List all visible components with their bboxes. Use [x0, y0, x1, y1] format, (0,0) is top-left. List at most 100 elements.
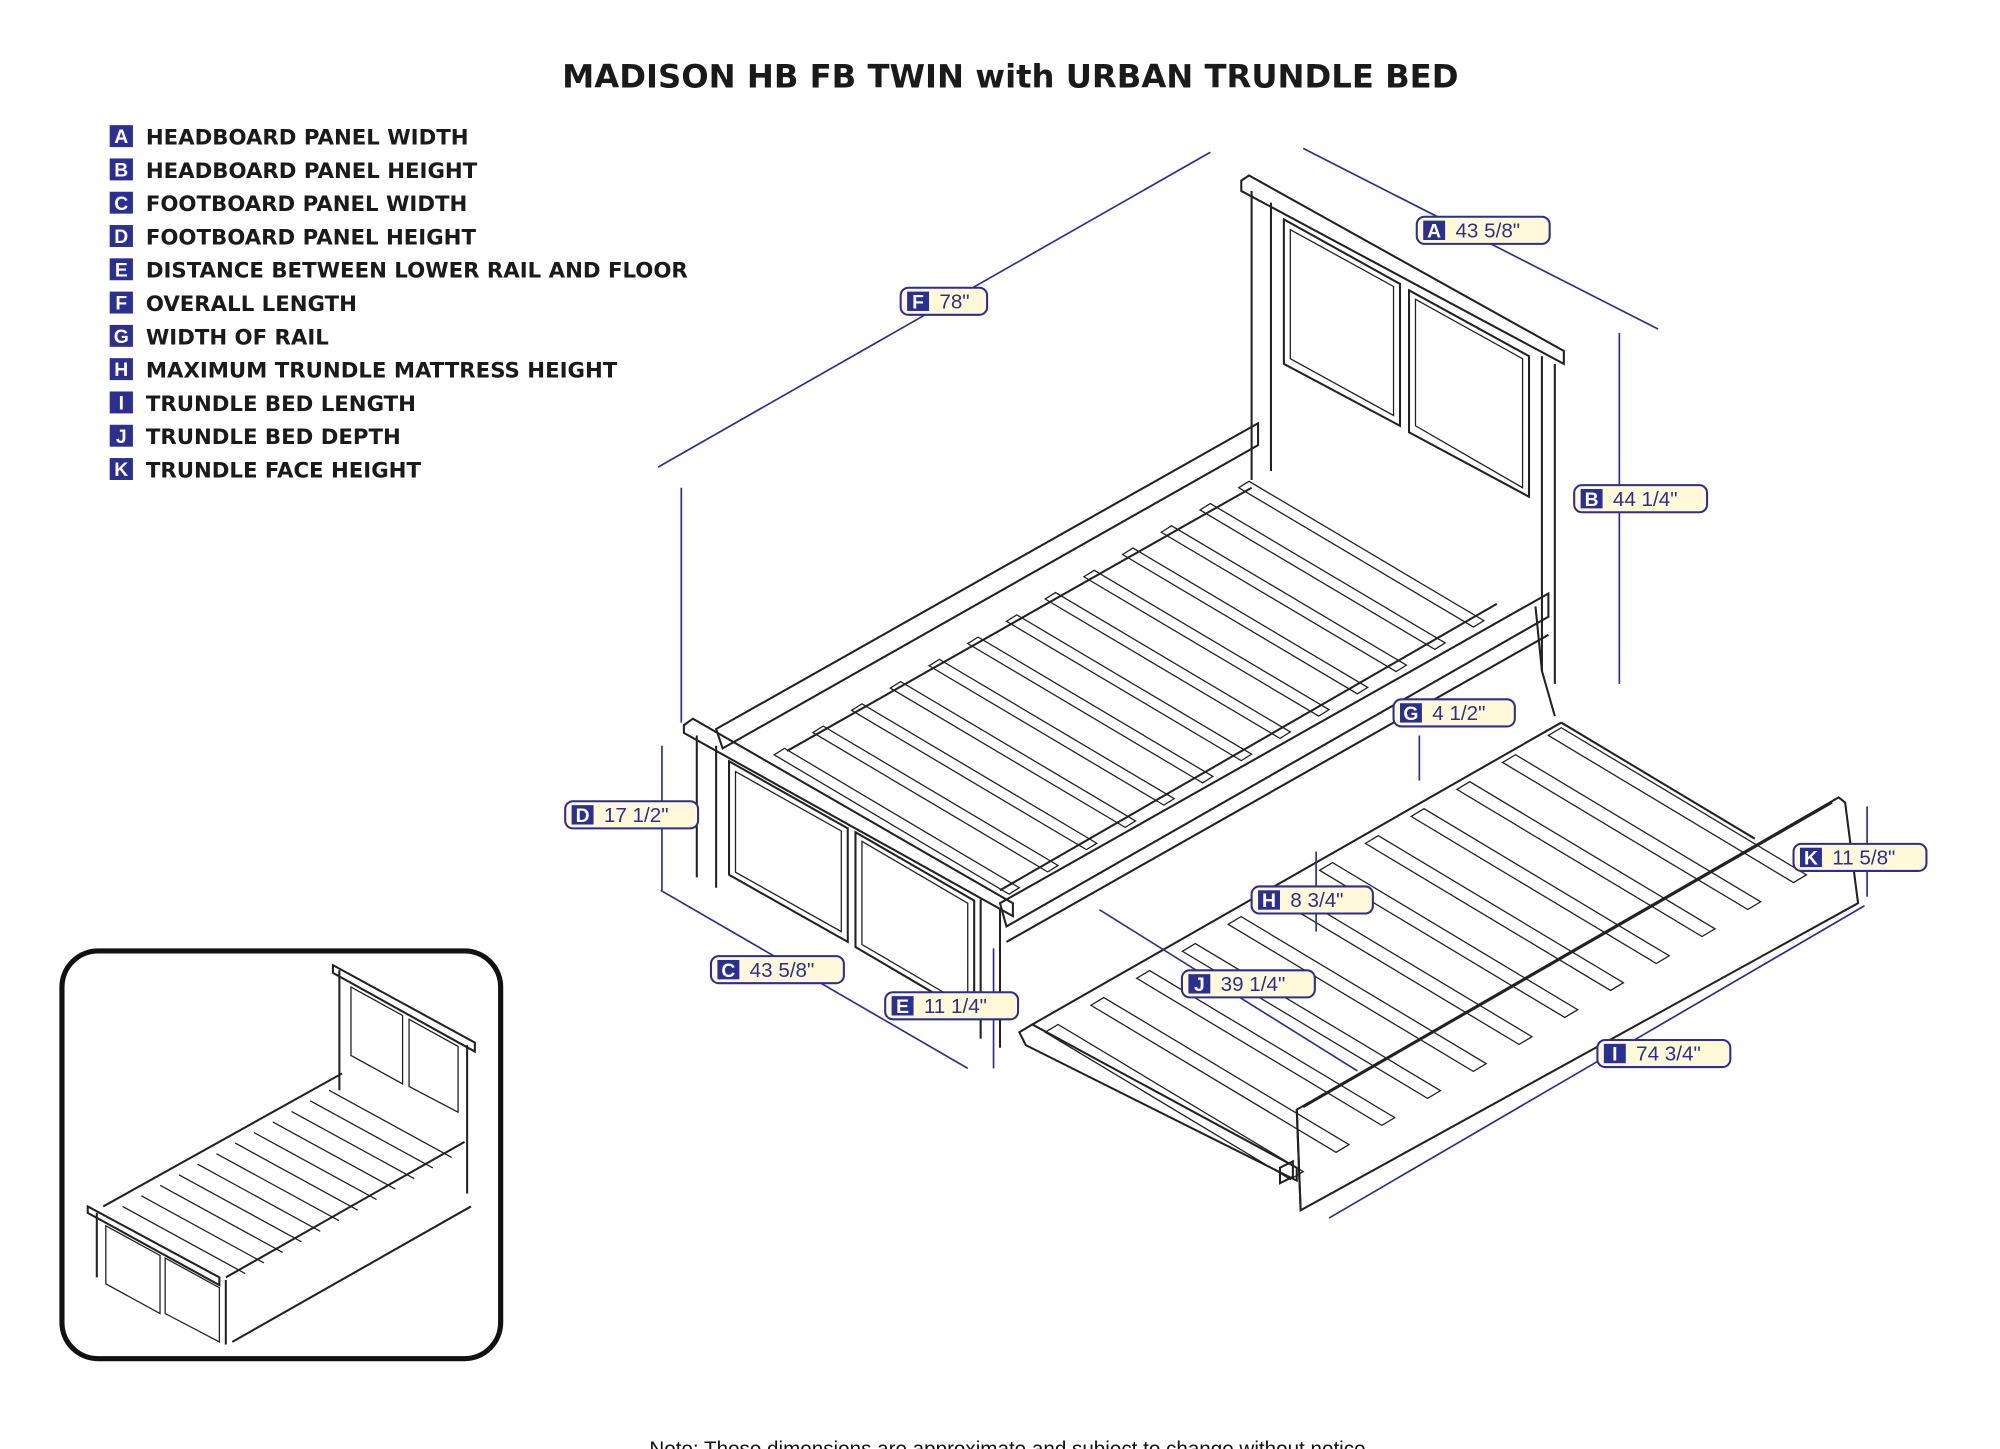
dimension-value: 11 1/4" [924, 995, 987, 1018]
dimension-badge [891, 996, 914, 1016]
dimension-label-g: G 4 1/2" [1392, 698, 1516, 728]
trundle-slat [1409, 807, 1671, 965]
legend-label: FOOTBOARD PANEL HEIGHT [146, 225, 477, 250]
dimension-key: C [721, 960, 735, 982]
legend-label: FOOTBOARD PANEL WIDTH [146, 192, 467, 217]
slats [772, 480, 1486, 895]
trundle-slat [1135, 969, 1396, 1127]
inset-slat [253, 1131, 377, 1201]
trundle-slat [1043, 1023, 1305, 1181]
trundle-slats [1043, 726, 1808, 1181]
legend-badge [109, 258, 133, 281]
dimension-key: A [1427, 220, 1441, 242]
dimension-value: 4 1/2" [1432, 702, 1485, 725]
inset-slat [309, 1100, 434, 1169]
dimension-key: K [1804, 847, 1818, 869]
dimension-badge [1399, 703, 1422, 723]
dimension-key: G [1403, 703, 1418, 725]
legend-key: G [114, 326, 129, 348]
inset-slat [141, 1195, 265, 1264]
dimension-label-a: A 43 5/8" [1415, 215, 1551, 245]
dimension-label-h: H 8 3/4" [1250, 885, 1374, 915]
legend-badge [109, 291, 133, 314]
dimension-key: E [896, 996, 909, 1018]
dimension-label-i: I 74 3/4" [1596, 1038, 1732, 1069]
trundle-slat [1181, 942, 1442, 1100]
slat [811, 725, 1060, 873]
slat [850, 703, 1099, 851]
dimension-badge [1258, 890, 1280, 910]
dimension-key: F [912, 291, 924, 313]
legend-badge [109, 191, 133, 214]
legend-key: J [116, 426, 127, 448]
legend-key: H [114, 359, 128, 381]
dimension-key: I [1612, 1044, 1617, 1066]
bed-drawing [682, 174, 1860, 1213]
dimension-label-c: C 43 5/8" [709, 955, 845, 985]
dimension-value: 39 1/4" [1221, 973, 1286, 996]
legend-badge [109, 424, 133, 447]
side-rails [714, 421, 1550, 943]
slat [927, 658, 1176, 806]
legend-label: WIDTH OF RAIL [146, 325, 329, 350]
dimension-badge [717, 959, 740, 980]
dimension-badge [1603, 1043, 1626, 1064]
slat [1082, 569, 1331, 717]
headboard [1240, 174, 1565, 717]
slat [889, 680, 1137, 829]
dimension-key: B [1585, 489, 1599, 511]
inset-slat [291, 1110, 415, 1180]
legend-key: C [114, 193, 128, 215]
inset-slat [216, 1153, 340, 1222]
dimension-badge [1799, 847, 1822, 868]
legend-badge [109, 324, 133, 347]
dimension-badge [1423, 220, 1446, 240]
dimension-value: 74 3/4" [1636, 1043, 1701, 1066]
legend-item: G WIDTH OF RAIL [109, 324, 329, 350]
inset-slat [272, 1121, 396, 1190]
legend-key: F [115, 293, 127, 315]
inset-slat [178, 1174, 302, 1243]
inset-slat [159, 1184, 284, 1253]
slat [1160, 525, 1408, 673]
legend-label: DISTANCE BETWEEN LOWER RAIL AND FLOOR [146, 259, 688, 284]
slat [1198, 502, 1447, 651]
legend-label: MAXIMUM TRUNDLE MATTRESS HEIGHT [146, 359, 618, 384]
legend-label: HEADBOARD PANEL WIDTH [146, 126, 469, 151]
trundle-slat [1318, 861, 1579, 1019]
legend-badge [109, 358, 133, 381]
inset-slat [328, 1089, 452, 1158]
dimension-label-f: F 78" [899, 286, 989, 316]
dimension-value: 8 3/4" [1290, 889, 1343, 912]
legend-badge [109, 458, 133, 480]
trundle-slat [1547, 726, 1808, 884]
dimension-key: H [1262, 890, 1276, 912]
trundle-slat [1501, 753, 1762, 911]
trundle-slat [1455, 780, 1717, 938]
dimension-badge [907, 291, 930, 311]
dimension-value: 78" [939, 290, 969, 313]
dimension-badge [1580, 489, 1603, 509]
dimension-value: 43 5/8" [1455, 219, 1520, 242]
legend-badge [109, 158, 133, 181]
legend-badge [109, 125, 133, 148]
dimension-key: J [1194, 974, 1205, 996]
inset-slat [234, 1142, 359, 1211]
legend-label: TRUNDLE FACE HEIGHT [146, 458, 422, 483]
trundle-slat [1226, 915, 1488, 1073]
slat [1043, 591, 1292, 740]
trundle [1018, 721, 1860, 1213]
legend-badge [109, 391, 133, 414]
dimension-value: 43 5/8" [750, 959, 815, 982]
